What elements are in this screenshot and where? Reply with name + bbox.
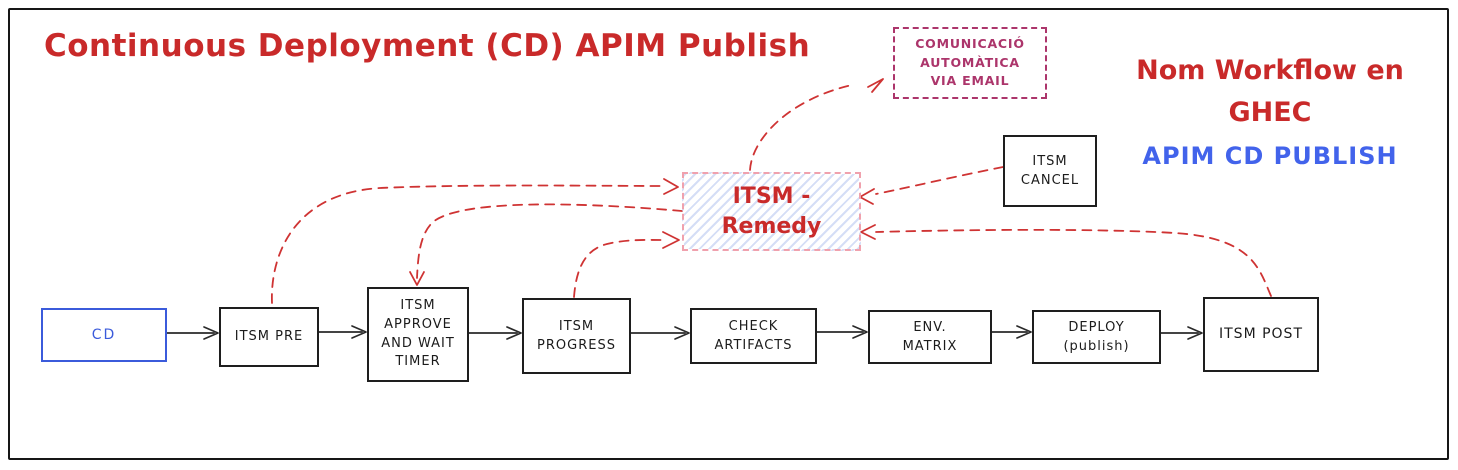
node-env-matrix: ENV. MATRIX [868, 310, 992, 364]
ghec-note: Nom Workflow en GHEC APIM CD PUBLISH [1105, 50, 1435, 170]
node-cd: CD [41, 308, 167, 362]
node-itsm-cancel: ITSM CANCEL [1003, 135, 1097, 207]
ghec-note-line1: Nom Workflow en [1136, 55, 1404, 86]
email-note-box: COMUNICACIÓ AUTOMÀTICA VIA EMAIL [893, 27, 1047, 99]
node-itsm-pre: ITSM PRE [219, 307, 319, 367]
ghec-workflow-name: APIM CD PUBLISH [1142, 141, 1398, 170]
node-deploy-publish: DEPLOY (publish) [1032, 310, 1161, 364]
diagram-title: Continuous Deployment (CD) APIM Publish [44, 28, 811, 64]
diagram-frame [8, 8, 1449, 460]
ghec-note-line2: GHEC [1228, 96, 1312, 128]
node-itsm-progress: ITSM PROGRESS [522, 298, 631, 374]
node-itsm-approve-wait-timer: ITSM APPROVE AND WAIT TIMER [367, 287, 469, 382]
node-itsm-post: ITSM POST [1203, 297, 1319, 372]
node-check-artifacts: CHECK ARTIFACTS [690, 308, 817, 364]
node-itsm-remedy: ITSM - Remedy [682, 172, 861, 251]
